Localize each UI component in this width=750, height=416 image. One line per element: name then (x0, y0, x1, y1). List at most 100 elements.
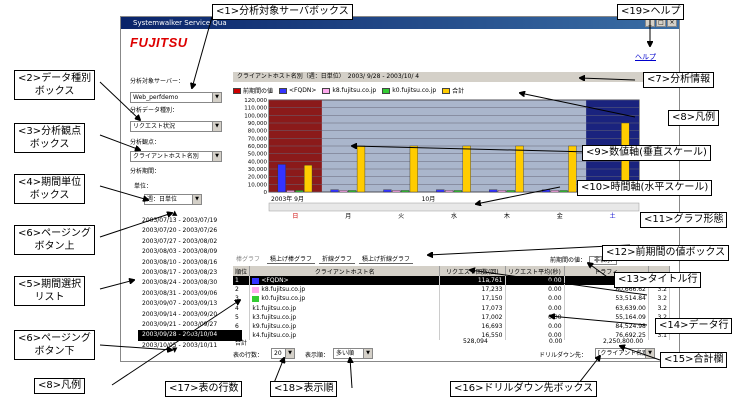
chevron-down-icon: ▼ (645, 349, 654, 358)
chevron-down-icon: ▼ (192, 195, 201, 204)
period-list-item[interactable]: 2003/09/28 - 2003/10/04 (138, 330, 242, 341)
bar (348, 190, 357, 193)
window-title: Systemwalker Service Qua (133, 19, 227, 27)
period-list: 2003/07/13 - 2003/07/19 2003/07/20 - 2003… (134, 216, 242, 352)
period-list-item[interactable]: 2003/07/20 - 2003/07/26 (142, 227, 218, 235)
datatype-label: 分析データ種別： (130, 107, 179, 114)
column-header[interactable]: クライアントホスト名 (249, 266, 441, 276)
y-tick-label: 20,000 (248, 175, 268, 181)
graph-tab[interactable]: 積上げ棒グラフ (267, 254, 316, 264)
count-cell: 16,693 (439, 321, 506, 332)
period-list-item[interactable]: 2003/07/13 - 2003/07/19 (142, 217, 218, 224)
period-list-item[interactable]: 2003/09/21 - 2003/09/27 (142, 320, 218, 328)
bar (506, 190, 515, 193)
callout-period-list: <5>期間選択 リスト (14, 276, 86, 306)
extra-cell: 3.2 (648, 294, 671, 304)
help-link[interactable]: ヘルプ (635, 53, 656, 61)
period-list-item[interactable]: 2003/08/31 - 2003/09/06 (142, 289, 218, 297)
callout-page-up: <6>ページング ボタン上 (14, 225, 95, 255)
weekday-label: 日 (292, 213, 298, 220)
avg-cell-text: 0.00 (548, 295, 562, 303)
period-list-item[interactable]: 2003/08/24 - 2003/08/30 (142, 279, 218, 287)
rows-label: 表の行数： (233, 352, 264, 359)
host-cell-text: <FQDN> (261, 277, 289, 285)
y-tick-label: 30,000 (248, 167, 268, 173)
host-cell[interactable]: k0.fujitsu.co.jp (249, 294, 441, 304)
period-list-item[interactable]: 2003/07/27 - 2003/08/02 (142, 237, 218, 245)
count-cell: 17,073 (439, 303, 506, 313)
server-select[interactable]: Web_perfdemo ▼ (130, 92, 222, 103)
row-color-swatch (252, 277, 260, 284)
period-list-item[interactable]: 2003/10/05 - 2003/10/11 (142, 341, 218, 349)
chevron-down-icon: ▼ (285, 349, 294, 358)
callout-drilldown: <16>ドリルダウン先ボックス (450, 381, 598, 397)
bar (489, 189, 498, 193)
traffic-cell: 80,666.62 (564, 285, 649, 295)
host-cell[interactable]: k8.fujitsu.co.jp (249, 285, 441, 295)
y-tick-label: 80,000 (248, 129, 268, 135)
bar (559, 190, 568, 193)
chevron-down-icon: ▼ (363, 349, 372, 358)
graph-tab[interactable]: 積上げ折線グラフ (359, 254, 414, 264)
total-avg: 0.00 (549, 338, 563, 345)
avg-cell: 0.00 (505, 294, 565, 304)
server-select-value: Web_perfdemo (133, 94, 179, 101)
bar (444, 190, 454, 193)
callout-value-axis: <9>数値軸(垂直スケール) (582, 145, 711, 161)
time-scrollbar (268, 202, 640, 212)
callout-total: <15>合計欄 (660, 352, 728, 368)
legend-item: <FQDN> (279, 86, 316, 95)
table-controls: 表の行数： 20 ▼ 表示順： 多い順 ▼ ドリルダウン先： [クライアント名別… (233, 348, 670, 360)
rank-cell: 4 (233, 303, 251, 313)
viewpoint-select[interactable]: クライアントホスト名別 ▼ (130, 151, 222, 162)
traffic-cell: 63,639.00 (564, 303, 649, 313)
column-header[interactable]: 順位 (233, 266, 251, 276)
avg-cell-text: 0.00 (548, 277, 562, 285)
avg-cell-text: 0.00 (548, 286, 562, 294)
legend-item: k8.fujitsu.co.jp (322, 86, 376, 95)
count-cell: 17,233 (439, 285, 506, 295)
bar (295, 190, 304, 193)
callout-data-row: <14>データ行 (655, 318, 733, 334)
column-header[interactable]: リクエスト平均(秒) (505, 266, 565, 276)
bar (497, 190, 507, 193)
drilldown-select-value: [クライアント名別] (598, 350, 651, 357)
page-down-button[interactable]: ▼ (172, 346, 178, 354)
rank-cell-text: 2 (235, 286, 239, 294)
callout-legend-right: <8>凡例 (668, 110, 720, 126)
callout-title-row: <13>タイトル行 (614, 272, 702, 288)
host-cell[interactable]: k9.fujitsu.co.jp (249, 321, 441, 332)
count-cell-text: 17,150 (481, 295, 503, 303)
host-cell[interactable]: k4.fujitsu.co.jp (249, 331, 441, 341)
bar (286, 190, 295, 193)
page-up-button[interactable]: ▲ (172, 209, 178, 217)
period-list-item[interactable]: 2003/08/10 - 2003/08/16 (142, 258, 218, 266)
callout-server-box: <1>分析対象サーバボックス (212, 4, 353, 20)
period-list-item[interactable]: 2003/08/17 - 2003/08/23 (142, 268, 218, 276)
callout-unit-box: <4>期間単位 ボックス (14, 174, 86, 204)
extra-cell-text: 3.2 (657, 314, 667, 321)
period-list-item[interactable]: 2003/09/07 - 2003/09/13 (142, 300, 218, 308)
bar (400, 190, 410, 193)
traffic-cell-text: 80,666.62 (615, 286, 646, 294)
weekday-label: 木 (504, 212, 510, 220)
callout-viewpoint-box: <3>分析観点 ボックス (14, 123, 86, 153)
bar (330, 189, 339, 193)
graph-tab[interactable]: 折線グラフ (319, 254, 356, 264)
datatype-select[interactable]: リクエスト状況 ▼ (130, 121, 222, 132)
viewpoint-label: 分析観点： (130, 139, 161, 146)
total-label: 合計 (235, 340, 248, 347)
host-cell[interactable]: k1.fujitsu.co.jp (249, 303, 441, 313)
host-cell[interactable]: <FQDN> (249, 276, 441, 286)
column-header[interactable]: トラフィ (564, 266, 649, 276)
period-list-item[interactable]: 2003/08/03 - 2003/08/09 (142, 248, 218, 256)
datatype-select-value: リクエスト状況 (133, 123, 176, 130)
callout-datatype-box: <2>データ種別 ボックス (14, 70, 96, 100)
period-list-item[interactable]: 2003/09/14 - 2003/09/20 (142, 310, 218, 318)
host-cell[interactable]: k3.fujitsu.co.jp (249, 312, 441, 322)
callout-prev-value: <12>前期間の値ボックス (602, 245, 730, 261)
